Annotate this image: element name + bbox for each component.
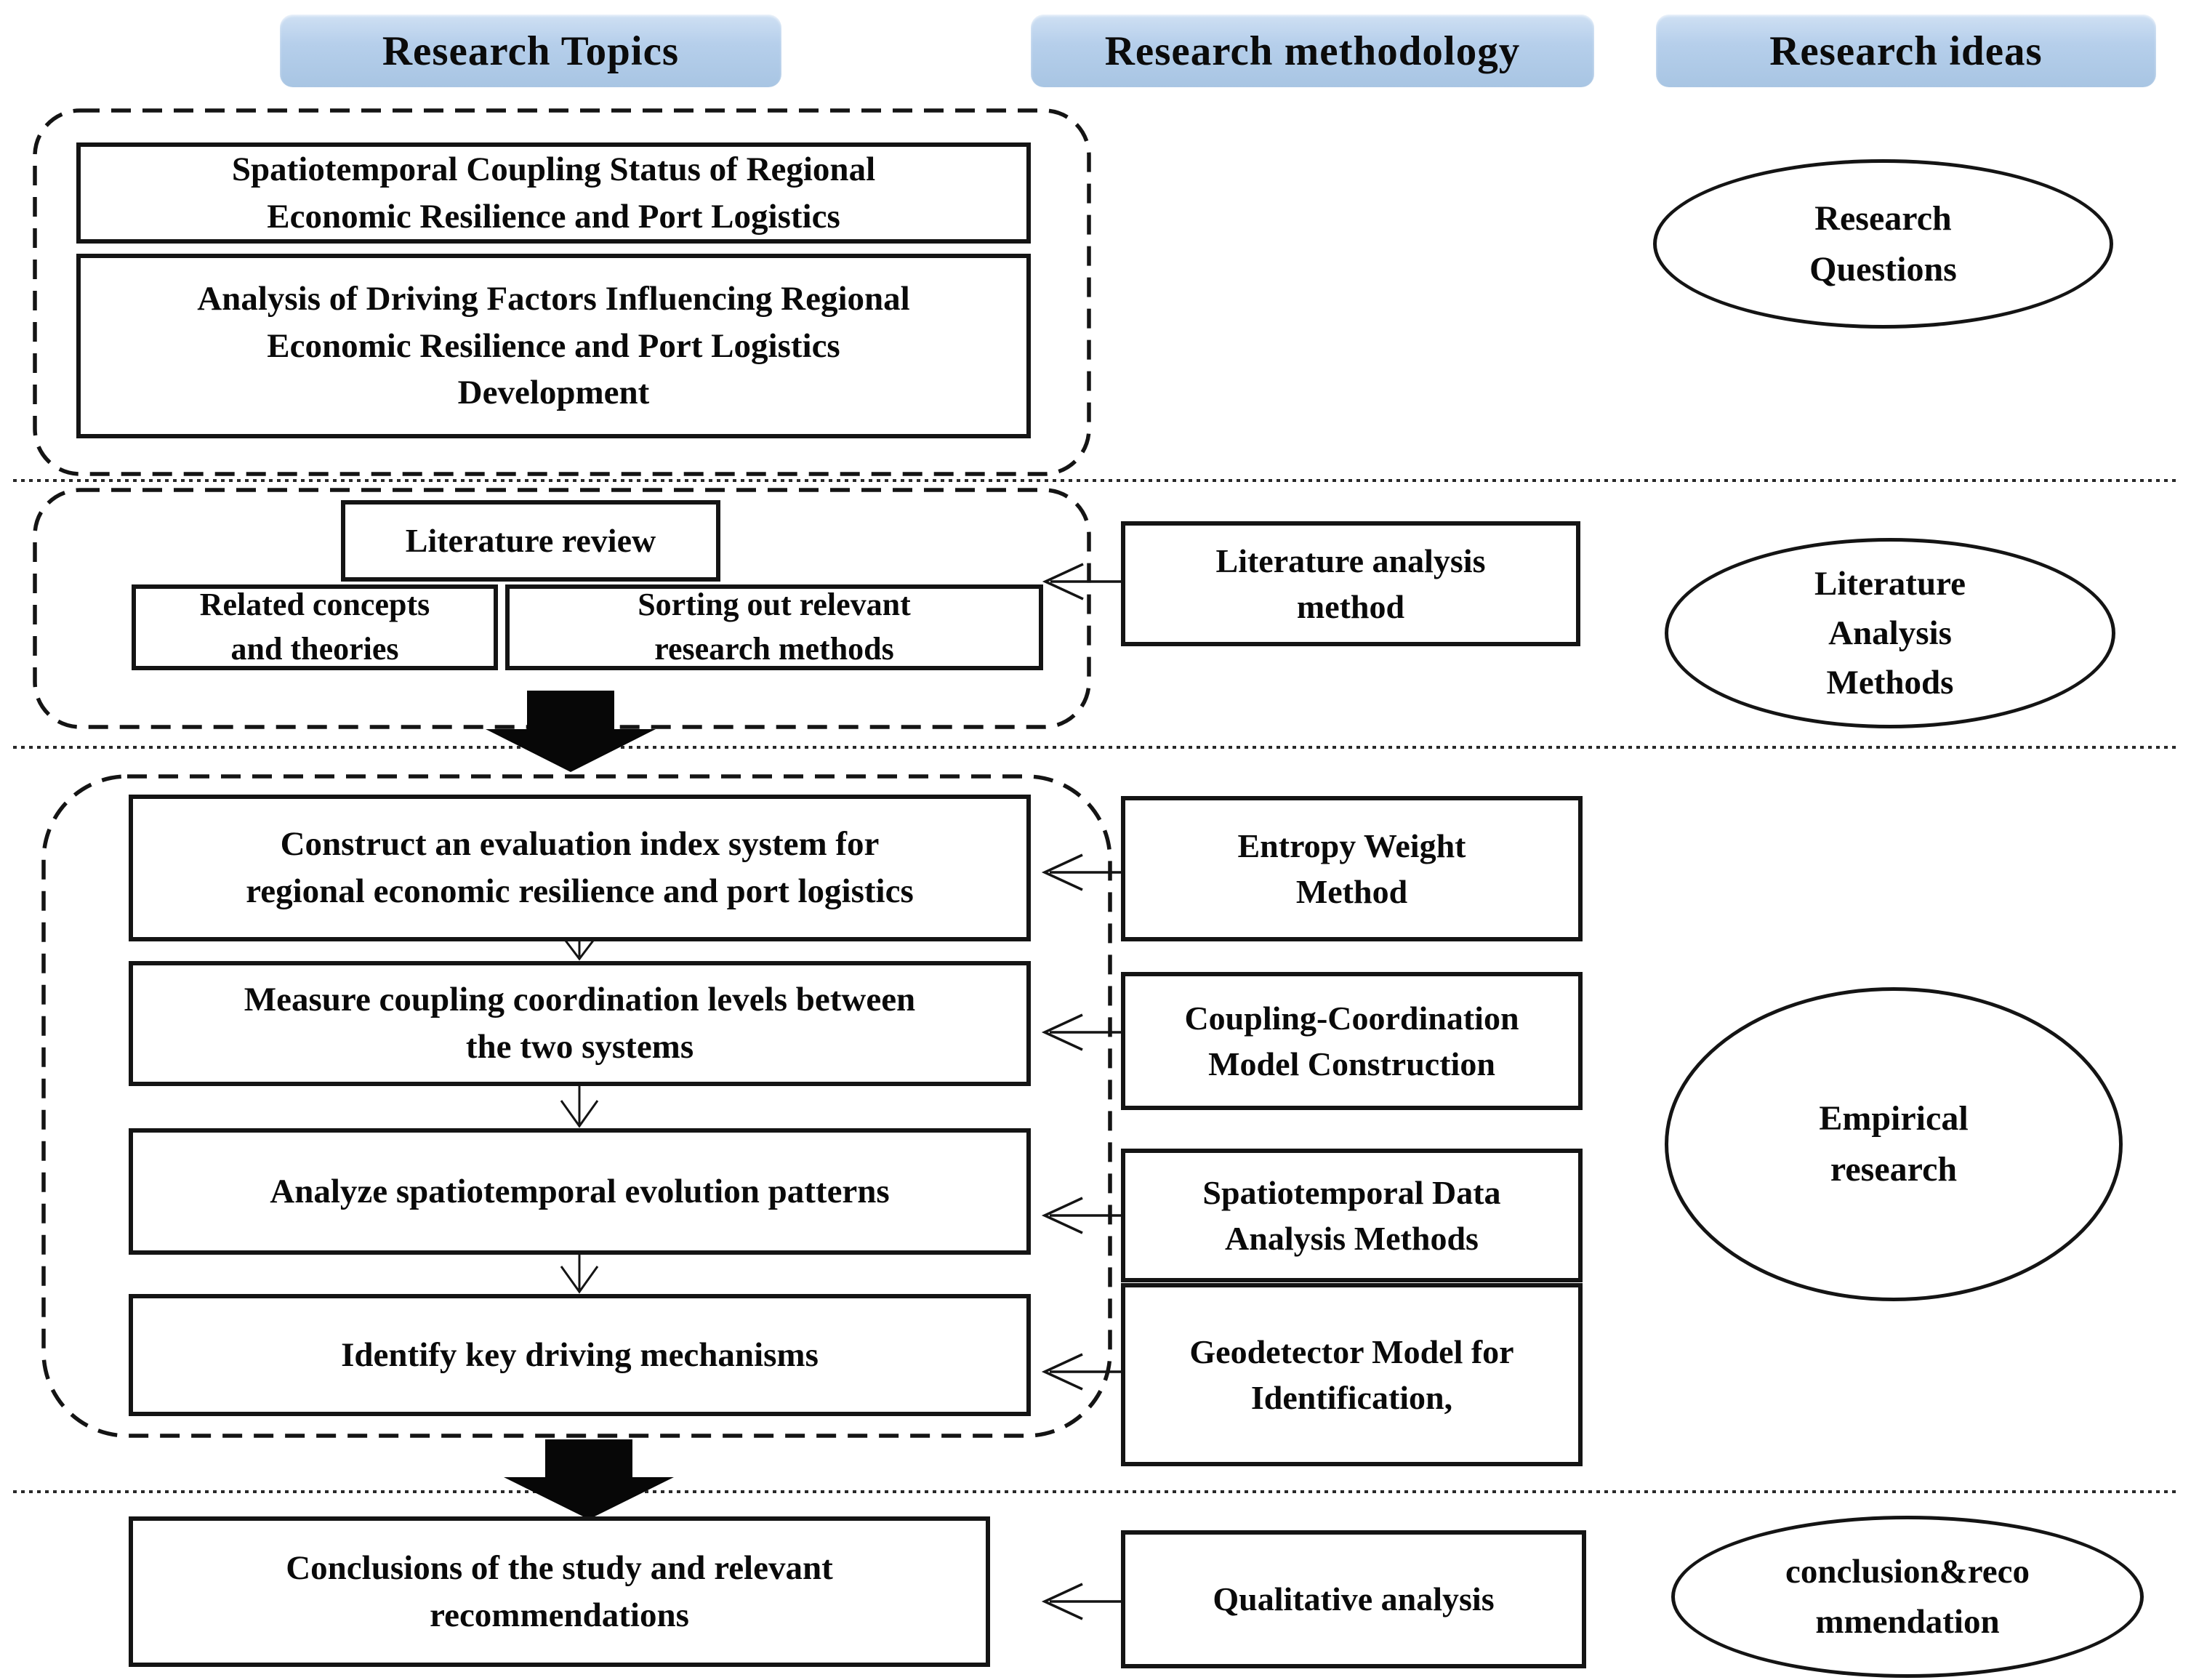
method-box-spatiotemporal-data-analysis: Spatiotemporal Data Analysis Methods (1121, 1149, 1583, 1282)
topic-box-literature-review: Literature review (341, 500, 720, 582)
down-arrow-empirical-to-conclusion (504, 1439, 674, 1519)
topic-box-sorting-research-methods: Sorting out relevant research methods (505, 584, 1043, 670)
topic-box-conclusions-recommendations: Conclusions of the study and relevant re… (129, 1516, 990, 1667)
step-arrow-1-head (560, 934, 599, 961)
idea-ellipse-conclusion-recommendation: conclusion&reco mmendation (1671, 1516, 2144, 1678)
empirical-section-outline (41, 774, 1112, 1438)
down-arrow-literature-to-empirical (486, 691, 656, 772)
topic-box-driving-factors-analysis: Analysis of Driving Factors Influencing … (76, 254, 1031, 438)
step-box-construct-index-system: Construct an evaluation index system for… (129, 795, 1031, 941)
column-header-research-methodology: Research methodology (1031, 15, 1594, 87)
literature-method-arrow-head (1042, 563, 1084, 600)
method-box-geodetector-model: Geodetector Model for Identification, (1121, 1283, 1583, 1466)
step-arrow-2-head (560, 1100, 599, 1128)
step-arrow-3-head (560, 1266, 599, 1294)
entropy-arrow-head (1041, 853, 1083, 891)
method-box-qualitative-analysis: Qualitative analysis (1121, 1530, 1586, 1668)
column-header-research-topics: Research Topics (280, 15, 781, 87)
topic-box-spatiotemporal-coupling-status: Spatiotemporal Coupling Status of Region… (76, 142, 1031, 244)
step-box-identify-driving-mechanisms: Identify key driving mechanisms (129, 1294, 1031, 1416)
step-box-measure-coupling-coordination: Measure coupling coordination levels bet… (129, 961, 1031, 1086)
qualitative-arrow-head (1041, 1583, 1083, 1620)
topic-box-related-concepts: Related concepts and theories (132, 584, 498, 670)
questions-section-outline (33, 108, 1091, 476)
method-box-coupling-coordination-model: Coupling-Coordination Model Construction (1121, 972, 1583, 1110)
column-header-research-ideas: Research ideas (1656, 15, 2156, 87)
geodetector-arrow-head (1041, 1353, 1083, 1391)
spatiotemporal-arrow-head (1041, 1197, 1083, 1234)
idea-ellipse-research-questions: Research Questions (1653, 159, 2113, 329)
method-box-entropy-weight: Entropy Weight Method (1121, 796, 1583, 941)
coupling-arrow-head (1041, 1013, 1083, 1051)
method-box-literature-analysis: Literature analysis method (1121, 521, 1580, 646)
idea-ellipse-empirical-research: Empirical research (1665, 987, 2123, 1301)
idea-ellipse-literature-analysis-methods: Literature Analysis Methods (1665, 538, 2115, 728)
step-box-analyze-spatiotemporal-patterns: Analyze spatiotemporal evolution pattern… (129, 1128, 1031, 1255)
